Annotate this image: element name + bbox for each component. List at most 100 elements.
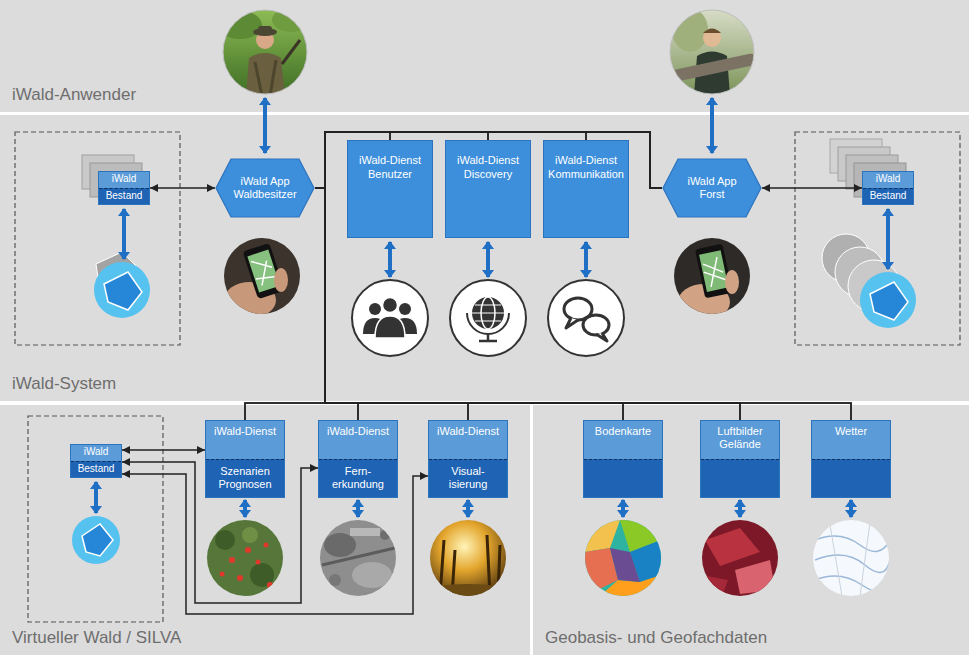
stand-box: iWaldBestand bbox=[70, 444, 122, 478]
box-body: Bestand bbox=[99, 188, 149, 204]
remote-sensing-image bbox=[329, 574, 341, 586]
forest-scenario-image bbox=[242, 527, 258, 543]
chat-icon bbox=[548, 280, 624, 356]
aerial-image bbox=[702, 520, 778, 596]
remote-sensing-image bbox=[320, 520, 396, 596]
chat-icon bbox=[566, 318, 578, 328]
soil-map-image bbox=[610, 548, 640, 582]
double-arrow bbox=[738, 500, 742, 517]
box-head: Bodenkarte bbox=[584, 421, 662, 459]
service-box: iWald-Dienst Benutzer bbox=[347, 140, 433, 238]
service-label: Fern- erkundung bbox=[322, 465, 394, 491]
data-label: Bodenkarte bbox=[587, 425, 659, 438]
forest-scenario-image bbox=[245, 547, 251, 553]
aerial-image bbox=[702, 520, 778, 596]
stand-group-frame bbox=[82, 524, 113, 556]
service-label: iWald-Dienst bbox=[322, 425, 394, 438]
weather-map-image bbox=[815, 536, 890, 592]
remote-sensing-image bbox=[350, 528, 380, 536]
hexagon-outline bbox=[663, 159, 761, 217]
service-box: iWald-Dienst Discovery bbox=[445, 140, 531, 238]
stand-label: iWald bbox=[864, 173, 912, 185]
box-head: Wetter bbox=[812, 421, 890, 459]
layer-label: Virtueller Wald / SILVA bbox=[12, 628, 181, 648]
forest-scenario-image bbox=[256, 560, 261, 565]
box-head: iWald bbox=[71, 445, 121, 461]
aerial-image bbox=[705, 528, 760, 566]
globe-icon bbox=[479, 334, 497, 341]
smartphone-photo bbox=[701, 256, 726, 288]
service-label: iWald-Dienst bbox=[432, 425, 504, 438]
box-body bbox=[701, 459, 779, 497]
box-head: iWald bbox=[863, 172, 913, 188]
forest-scenario-image bbox=[220, 543, 274, 589]
stand-label: Bestand bbox=[100, 190, 148, 202]
forest-scenario-image bbox=[250, 563, 274, 587]
double-arrow bbox=[584, 242, 588, 277]
box-body bbox=[812, 459, 890, 497]
chat-icon bbox=[548, 280, 624, 356]
smartphone-photo bbox=[725, 270, 739, 294]
forest-scenario-image bbox=[264, 543, 269, 548]
user-photo bbox=[670, 10, 754, 94]
smartphone-photo bbox=[250, 256, 277, 287]
service-label: iWald-Dienst Kommunikation bbox=[546, 153, 626, 181]
service-label: Szenarien Prognosen bbox=[209, 465, 281, 491]
remote-sensing-image bbox=[322, 548, 395, 565]
globe-icon bbox=[467, 313, 509, 334]
app-hexagon: iWald App Forst bbox=[662, 158, 762, 218]
globe-icon bbox=[472, 305, 504, 321]
user-photo bbox=[282, 40, 300, 64]
data-label: Luftbilder Gelände bbox=[704, 425, 776, 451]
double-arrow bbox=[263, 98, 267, 153]
box-head: iWald bbox=[99, 172, 149, 188]
smartphone-photo bbox=[274, 268, 288, 292]
forest-scenario-image bbox=[207, 520, 283, 596]
forest-scenario-image bbox=[215, 530, 235, 550]
users-icon bbox=[352, 280, 428, 356]
service-box: iWald-DienstSzenarien Prognosen bbox=[205, 420, 285, 498]
forest-scenario-image bbox=[207, 520, 283, 596]
double-arrow bbox=[466, 500, 470, 517]
hexagon-outline bbox=[216, 159, 314, 217]
double-arrow bbox=[762, 187, 862, 189]
stand-group-frame bbox=[860, 272, 916, 328]
users-icon bbox=[383, 298, 398, 313]
user-photo bbox=[703, 29, 721, 34]
box-body: Visual- isierung bbox=[429, 459, 507, 497]
app-label: iWald App Forst bbox=[675, 175, 749, 201]
service-label: iWald-Dienst Discovery bbox=[448, 153, 528, 181]
box-head: iWald-Dienst bbox=[319, 421, 397, 459]
users-icon bbox=[369, 303, 381, 315]
user-photo bbox=[703, 29, 721, 47]
users-icon bbox=[352, 280, 428, 356]
users-icon bbox=[375, 316, 405, 338]
weather-map-image bbox=[813, 520, 889, 596]
weather-map-image bbox=[830, 522, 870, 596]
service-label: iWald-Dienst bbox=[209, 425, 281, 438]
stand-label: Bestand bbox=[864, 190, 912, 202]
stand-group-frame bbox=[72, 516, 120, 564]
app-hexagon: iWald App Waldbesitzer bbox=[215, 158, 315, 218]
box-body: Szenarien Prognosen bbox=[206, 459, 284, 497]
double-arrow bbox=[356, 500, 360, 517]
box-body: Bestand bbox=[71, 461, 121, 477]
remote-sensing-image bbox=[324, 533, 356, 557]
user-photo bbox=[223, 10, 307, 94]
globe-icon bbox=[472, 297, 504, 329]
service-box: iWald-DienstVisual- isierung bbox=[428, 420, 508, 498]
forest-scenario-image bbox=[229, 557, 235, 563]
soil-map-image bbox=[585, 520, 661, 596]
stand-label: iWald bbox=[100, 173, 148, 185]
double-arrow bbox=[621, 500, 625, 517]
forest-scenario-image bbox=[220, 572, 225, 577]
data-label: Wetter bbox=[815, 425, 887, 438]
layer-label: iWald-Anwender bbox=[12, 85, 136, 105]
box-body bbox=[584, 459, 662, 497]
layer-label: Geobasis- und Geofachdaten bbox=[545, 628, 767, 648]
double-arrow bbox=[886, 209, 890, 269]
layer-band: iWald-Anwender bbox=[0, 0, 969, 112]
box-body: Fern- erkundung bbox=[319, 459, 397, 497]
